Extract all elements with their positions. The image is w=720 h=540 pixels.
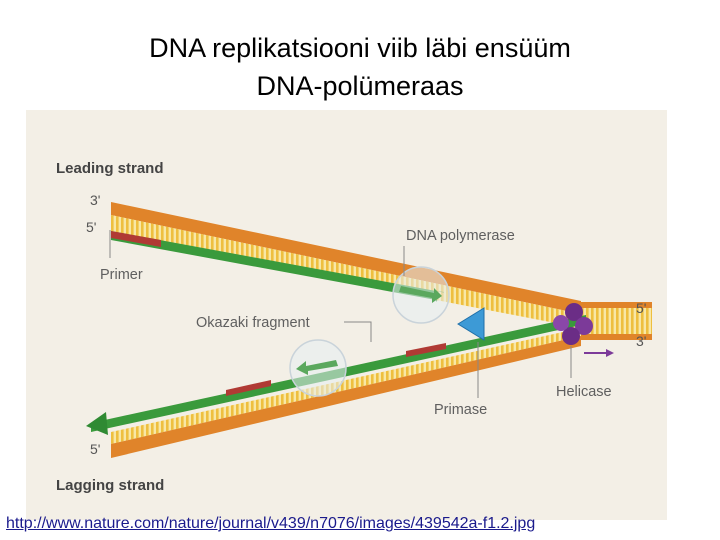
source-link[interactable]: http://www.nature.com/nature/journal/v43… — [6, 515, 536, 532]
end-label-top-5: 5' — [86, 219, 96, 235]
leading-primer — [111, 231, 161, 247]
end-label-top-3: 3' — [90, 192, 100, 208]
replication-fork-diagram: Leading strand Lagging strand Primer DNA… — [26, 110, 667, 520]
label-lagging-strand: Lagging strand — [56, 477, 164, 494]
end-label-right-3: 3' — [636, 333, 646, 349]
label-okazaki-fragment: Okazaki fragment — [196, 315, 310, 331]
title-line-2: DNA-polümeraas — [256, 71, 464, 101]
lagging-primer-2 — [406, 343, 446, 357]
label-primer: Primer — [100, 267, 143, 283]
primase-shape — [457, 307, 485, 341]
diagram-canvas: Leading strand Lagging strand Primer DNA… — [26, 110, 667, 520]
helicase — [553, 303, 593, 345]
polymerase-arrow-right-icon — [399, 286, 442, 303]
label-leading-strand: Leading strand — [56, 160, 164, 177]
leading-new-strand — [111, 231, 436, 300]
label-primase: Primase — [434, 402, 487, 418]
okazaki-leader — [344, 321, 372, 342]
label-helicase: Helicase — [556, 384, 612, 400]
label-dna-polymerase: DNA polymerase — [406, 228, 515, 244]
lagging-primer-1 — [226, 380, 271, 396]
end-label-right-5: 5' — [636, 300, 646, 316]
lagging-arrowhead — [86, 412, 108, 435]
end-label-bottom-5: 5' — [90, 441, 100, 457]
polymerase-arrow-left-icon — [296, 360, 338, 375]
leading-strand-arm — [111, 202, 581, 328]
helicase-arrow-head-icon — [606, 349, 614, 357]
title-line-1: DNA replikatsiooni viib läbi ensüüm — [149, 33, 571, 63]
